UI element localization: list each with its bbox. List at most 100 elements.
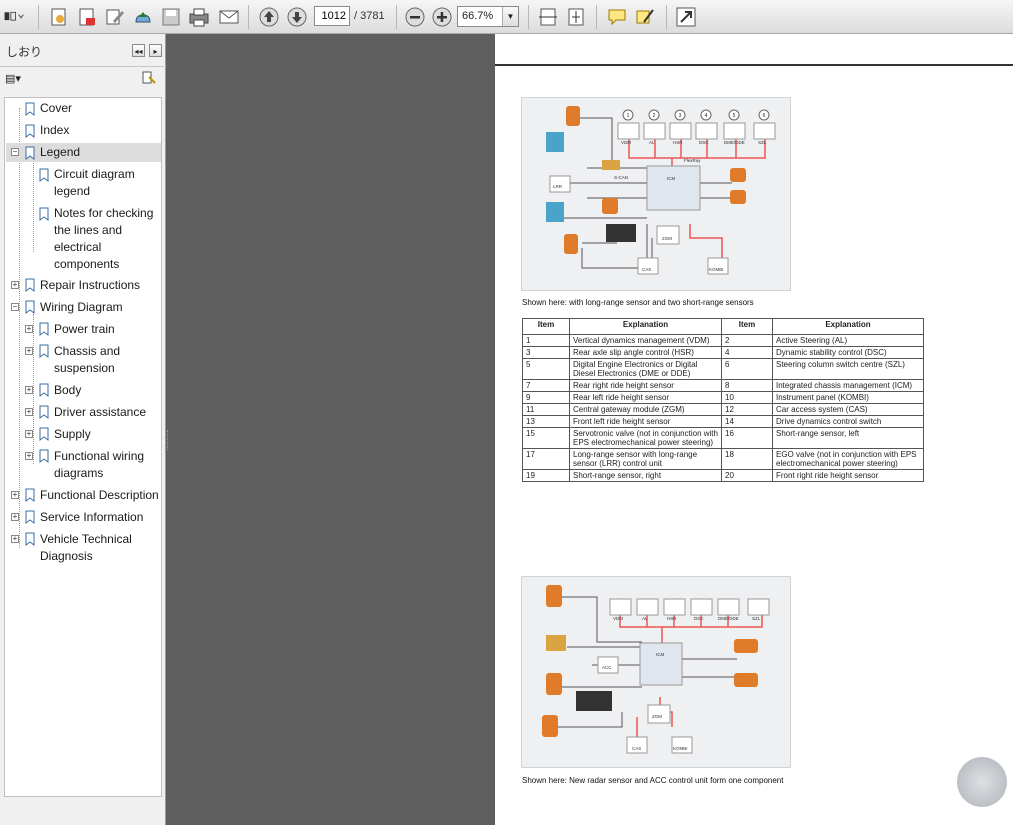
previous-page-icon[interactable] (258, 6, 280, 28)
item-number-cell: 10 (721, 391, 773, 404)
kombi-label: KOMBI (673, 746, 688, 751)
explanation-cell: Steering column switch centre (SZL) (772, 358, 924, 380)
explanation-cell: Rear axle slip angle control (HSR) (569, 346, 722, 359)
next-page-icon[interactable] (286, 6, 308, 28)
figure-caption-2: Shown here: New radar sensor and ACC con… (522, 776, 784, 785)
collapse-icon[interactable]: ◂◂ (132, 44, 145, 57)
close-panel-icon[interactable]: ▸ (149, 44, 162, 57)
figure-caption-1: Shown here: with long-range sensor and t… (522, 298, 754, 307)
zoom-out-icon[interactable] (404, 6, 426, 28)
bookmark-icon (25, 300, 35, 314)
toolbar-separator (528, 5, 529, 29)
sidebar-item-label: Repair Instructions (40, 278, 141, 292)
open-file-icon[interactable] (48, 6, 70, 28)
bookmark-icon (39, 427, 49, 441)
expand-toggle-icon[interactable]: + (11, 512, 19, 521)
module-label-hsr: HSR (667, 616, 677, 621)
expand-toggle-icon[interactable]: + (11, 534, 19, 543)
zoom-value: 66.7% (462, 10, 494, 22)
page-total-label: / 3781 (354, 10, 385, 22)
expand-toggle-icon[interactable]: + (25, 385, 33, 394)
edit-icon[interactable] (104, 6, 126, 28)
save-icon[interactable] (160, 6, 182, 28)
document-page: VDM AL HSR DSC DME/DDE SZL FlexRay S-CAN… (495, 34, 1013, 825)
find-bookmark-icon[interactable] (142, 71, 156, 88)
bookmark-icon (39, 405, 49, 419)
bookmark-panel-icon[interactable] (3, 6, 31, 28)
explanation-cell: Car access system (CAS) (772, 403, 924, 416)
module-label-hsr: HSR (673, 140, 683, 145)
column-header: Item (721, 318, 773, 335)
expand-toggle-icon[interactable]: + (11, 280, 19, 289)
module-label-szl: SZL (752, 616, 761, 621)
item-number-cell: 7 (522, 379, 570, 392)
sidebar-item-legend-highlight (6, 143, 161, 162)
diagram-1-graphic: VDM AL HSR DSC DME/DDE SZL FlexRay S-CAN… (546, 106, 776, 275)
toolbar-separator (248, 5, 249, 29)
page-rule (495, 64, 1013, 66)
tree-line (33, 160, 34, 252)
collapse-toggle-icon[interactable]: − (11, 302, 19, 311)
zoom-in-icon[interactable] (431, 6, 453, 28)
item-number-cell: 2 (721, 334, 773, 347)
fit-width-icon[interactable] (537, 6, 559, 28)
num-2: 2 (653, 113, 656, 119)
explanation-cell: Central gateway module (ZGM) (569, 403, 722, 416)
zoom-select[interactable]: 66.7% ▼ (457, 6, 519, 27)
item-number-cell: 12 (721, 403, 773, 416)
expand-icon[interactable] (675, 6, 697, 28)
num-6: 6 (763, 113, 766, 119)
bookmark-tree: Cover Index − Legend Circuit diagram leg… (4, 97, 162, 797)
expand-toggle-icon[interactable]: + (25, 324, 33, 333)
create-pdf-icon[interactable] (76, 6, 98, 28)
sidebar-item-label: Functional wiring diagrams (54, 449, 145, 480)
print-icon[interactable] (188, 6, 210, 28)
fit-page-icon[interactable] (565, 6, 587, 28)
highlight-icon[interactable] (634, 6, 656, 28)
item-number-cell: 16 (721, 427, 773, 449)
diagram-2-graphic: VDM AL HSR DSC DME/DDE SZL ICM ZGM CAS K… (542, 585, 770, 754)
num-1: 1 (627, 113, 630, 119)
email-icon[interactable] (218, 6, 240, 28)
sidebar-item-label: Body (54, 383, 82, 397)
item-number-cell: 3 (522, 346, 570, 359)
expand-toggle-icon[interactable]: + (25, 407, 33, 416)
comment-icon[interactable] (606, 6, 628, 28)
bookmark-icon (39, 322, 49, 336)
num-3: 3 (679, 113, 682, 119)
acc-label: ACC (602, 665, 612, 670)
circuit-diagram-2: VDM AL HSR DSC DME/DDE SZL ICM ZGM CAS K… (521, 576, 791, 768)
options-menu-icon[interactable]: ▤▾ (5, 73, 21, 85)
bookmark-icon (25, 488, 35, 502)
toolbar: / 3781 66.7% ▼ (0, 0, 1013, 34)
module-label-dsc: DSC (694, 616, 704, 621)
toolbar-separator (596, 5, 597, 29)
explanation-cell: Servotronic valve (not in conjunction wi… (569, 427, 722, 449)
bookmark-icon (25, 102, 35, 116)
explanation-cell: Front left ride height sensor (569, 415, 722, 428)
explanation-cell: Dynamic stability control (DSC) (772, 346, 924, 359)
expand-toggle-icon[interactable]: + (25, 451, 33, 460)
item-number-cell: 15 (522, 427, 570, 449)
kombi-label: KOMBI (709, 267, 724, 272)
chevron-down-icon[interactable]: ▼ (502, 7, 518, 26)
sidebar-item-label: Vehicle Technical Diagnosis (40, 532, 132, 563)
expand-toggle-icon[interactable]: + (25, 346, 33, 355)
page-number-input[interactable] (314, 6, 350, 26)
panel-splitter[interactable] (167, 430, 171, 450)
upload-icon[interactable] (132, 6, 154, 28)
sidebar-item-label: Legend (40, 145, 81, 159)
expand-toggle-icon[interactable]: + (11, 490, 19, 499)
page-navigation-widget[interactable] (957, 757, 1007, 807)
bookmark-icon (39, 449, 49, 463)
expand-toggle-icon[interactable]: + (25, 429, 33, 438)
table-header-row: Item Explanation Item Explanation (522, 318, 924, 335)
collapse-toggle-icon[interactable]: − (11, 147, 19, 156)
bookmark-icon (39, 344, 49, 358)
